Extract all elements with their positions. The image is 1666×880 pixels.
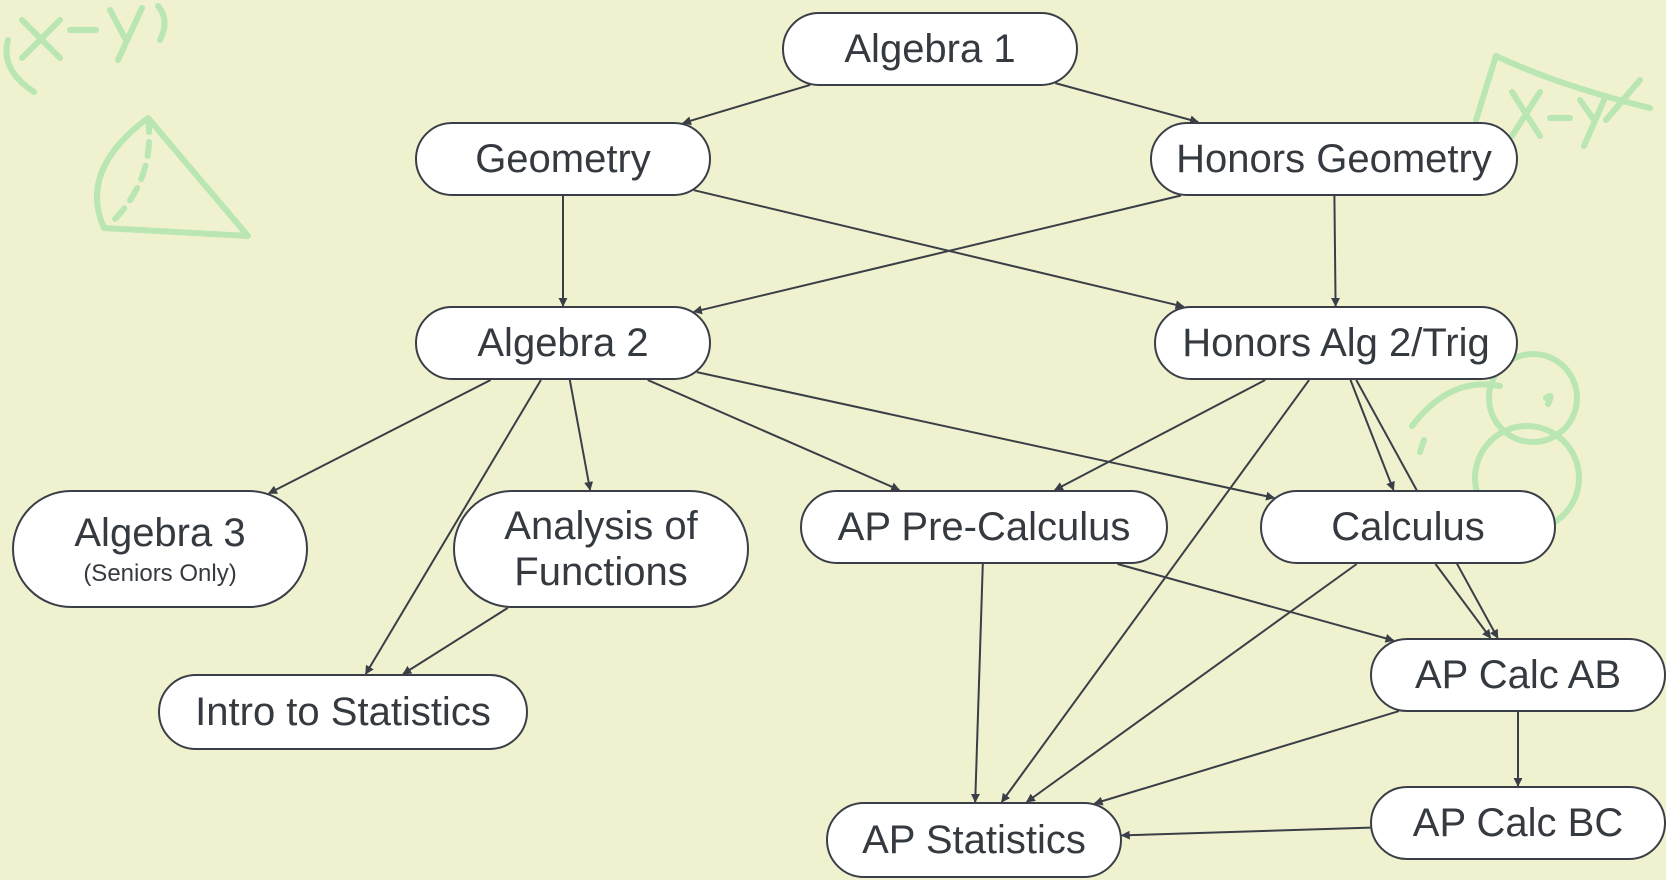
node-honors-alg-2-trig: Honors Alg 2/Trig (1154, 306, 1518, 380)
node-ap-calc-ab: AP Calc AB (1370, 638, 1666, 712)
node-calculus: Calculus (1260, 490, 1556, 564)
node-label: Calculus (1331, 505, 1485, 549)
node-label: Geometry (475, 137, 651, 181)
arrow-calculus-to-ap_statistics (1025, 563, 1358, 803)
arrow-algebra2-to-algebra3 (267, 379, 492, 495)
arrow-ap_calc_ab-to-ap_statistics (1093, 710, 1400, 806)
arrow-calculus-to-ap_calc_ab (1434, 563, 1492, 639)
arrow-ap_precalc-to-ap_calc_ab (1117, 563, 1395, 643)
arrow-ap_calc_bc-to-ap_statistics (1120, 826, 1371, 840)
arrow-algebra2-to-analysis_functions (568, 379, 594, 491)
arrow-algebra1-to-honors_geometry (1055, 82, 1199, 125)
node-honors-geometry: Honors Geometry (1150, 122, 1518, 196)
node-label: Honors Alg 2/Trig (1182, 321, 1490, 365)
triangle-x-y-doodle (1473, 53, 1653, 149)
node-label: AP Calc BC (1412, 801, 1624, 845)
node-algebra-1: Algebra 1 (782, 12, 1078, 86)
cone-doodle (94, 115, 251, 239)
node-label: AP Pre-Calculus (837, 505, 1131, 549)
arrow-algebra2-to-intro_stats (364, 379, 542, 675)
arrow-geometry-to-honors_alg2_trig (693, 189, 1185, 310)
node-label: Algebra 2 (477, 321, 649, 365)
node-label: AP Statistics (862, 818, 1086, 862)
node-sublabel: (Seniors Only) (83, 560, 237, 588)
arrow-honors_geometry-to-algebra2 (692, 194, 1182, 315)
node-label: Algebra 3 (74, 511, 246, 556)
arrow-honors_alg2_trig-to-ap_statistics (1000, 379, 1310, 803)
node-ap-pre-calculus: AP Pre-Calculus (800, 490, 1168, 564)
node-label: Honors Geometry (1176, 137, 1492, 181)
node-algebra-2: Algebra 2 (415, 306, 711, 380)
arrow-honors_geometry-to-honors_alg2_trig (1331, 195, 1341, 307)
node-analysis-of-functions: Analysis of Functions (453, 490, 749, 608)
node-label: Analysis of (504, 504, 698, 548)
node-ap-calc-bc: AP Calc BC (1370, 786, 1666, 860)
node-geometry: Geometry (415, 122, 711, 196)
node-intro-to-statistics: Intro to Statistics (158, 674, 528, 750)
node-algebra-3: Algebra 3 (Seniors Only) (12, 490, 308, 608)
node-label-line-2: Functions (514, 550, 688, 594)
arrow-analysis_functions-to-intro_stats (402, 607, 509, 675)
arrow-algebra2-to-calculus (696, 371, 1276, 501)
x-y-formula-doodle (3, 3, 168, 95)
node-label: AP Calc AB (1414, 653, 1622, 697)
arrow-algebra2-to-ap_precalc (647, 379, 901, 491)
arrow-ap_precalc-to-ap_statistics (970, 563, 984, 803)
node-ap-statistics: AP Statistics (826, 802, 1122, 878)
node-label: Intro to Statistics (195, 690, 491, 734)
node-label: Algebra 1 (844, 27, 1016, 71)
arrow-honors_alg2_trig-to-calculus (1349, 379, 1395, 491)
arrow-honors_alg2_trig-to-ap_precalc (1054, 379, 1266, 491)
arrow-algebra1-to-geometry (682, 83, 811, 126)
